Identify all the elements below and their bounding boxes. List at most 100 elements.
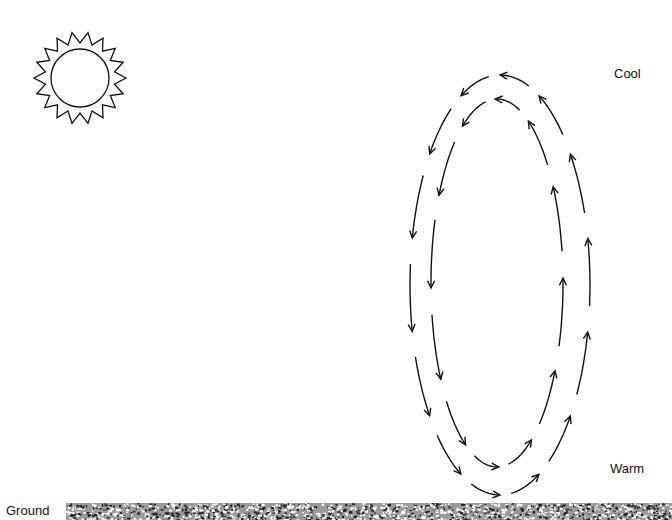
ground-speck bbox=[117, 515, 119, 516]
ground-speck bbox=[617, 508, 618, 510]
ground-speck bbox=[233, 519, 235, 520]
ground-speck bbox=[663, 515, 665, 517]
ground-speck bbox=[457, 514, 459, 515]
ground-speck bbox=[501, 509, 504, 511]
ground-speck bbox=[532, 517, 535, 519]
ground-speck bbox=[111, 514, 112, 515]
ground-speck bbox=[333, 518, 334, 520]
ground-speck bbox=[93, 507, 94, 509]
ground-speck bbox=[328, 513, 330, 515]
ground-speck bbox=[428, 515, 432, 516]
ground-speck bbox=[636, 513, 639, 514]
ground-speck bbox=[259, 516, 260, 518]
ground-speck bbox=[404, 509, 406, 511]
ground-speck bbox=[572, 517, 574, 519]
ground-speck bbox=[627, 514, 630, 516]
arrowhead bbox=[495, 96, 502, 103]
ground-speck bbox=[212, 510, 215, 512]
ground-speck bbox=[661, 514, 663, 515]
ground-speck bbox=[199, 505, 202, 506]
ground-speck bbox=[502, 512, 505, 514]
ground-speck bbox=[120, 512, 122, 514]
ground-speck bbox=[512, 506, 513, 508]
ground-speck bbox=[323, 513, 326, 515]
ground-speck bbox=[275, 509, 277, 511]
ground-speck bbox=[593, 514, 596, 516]
flow-dash bbox=[539, 96, 563, 135]
ground-speck bbox=[653, 512, 656, 514]
ground-speck bbox=[388, 504, 390, 506]
ground-speck bbox=[651, 517, 653, 519]
ground-speck bbox=[182, 519, 183, 520]
ground-speck bbox=[294, 511, 296, 513]
ground-speck bbox=[521, 505, 523, 506]
ground-speck bbox=[463, 519, 464, 520]
ground-speck bbox=[579, 515, 582, 517]
ground-speck bbox=[640, 513, 641, 515]
ground-speck bbox=[573, 514, 574, 515]
ground-speck bbox=[462, 504, 465, 506]
ground-speck bbox=[663, 513, 666, 515]
ground-speck bbox=[358, 510, 361, 512]
ground-speck bbox=[337, 511, 340, 513]
ground-speck bbox=[608, 518, 610, 519]
ground-speck bbox=[178, 514, 181, 515]
ground-speck bbox=[466, 505, 469, 507]
ground-speck bbox=[648, 511, 649, 513]
ground-speck bbox=[414, 505, 417, 506]
ground-speck bbox=[410, 510, 413, 512]
ground-speck bbox=[365, 509, 367, 510]
ground-speck bbox=[133, 506, 136, 507]
ground-speck bbox=[255, 508, 258, 510]
ground-speck bbox=[109, 510, 112, 512]
ground-speck bbox=[597, 505, 598, 507]
ground-speck bbox=[218, 505, 220, 507]
ground-speck bbox=[669, 510, 672, 512]
ground-speck bbox=[539, 510, 541, 512]
ground-speck bbox=[440, 506, 443, 507]
ground-speck bbox=[525, 514, 528, 516]
ground-speck bbox=[644, 509, 646, 510]
ground-speck bbox=[592, 510, 594, 513]
ground-speck bbox=[69, 512, 72, 513]
ground-speck bbox=[653, 517, 656, 518]
ground-speck bbox=[218, 509, 220, 510]
ground-speck bbox=[325, 519, 328, 520]
ground-speck bbox=[637, 507, 638, 509]
flow-dash bbox=[559, 278, 563, 346]
ground-speck bbox=[605, 515, 608, 516]
ground-speck bbox=[539, 513, 540, 515]
ground-speck bbox=[322, 514, 324, 517]
ground-speck bbox=[238, 515, 240, 518]
ground-speck bbox=[83, 506, 85, 507]
ground-speck bbox=[634, 507, 636, 509]
ground-speck bbox=[582, 509, 585, 511]
ground-speck bbox=[175, 512, 176, 514]
ground-speck bbox=[659, 504, 660, 506]
ground-speck bbox=[329, 514, 331, 515]
ground-speck bbox=[435, 503, 436, 505]
ground-speck bbox=[589, 504, 590, 505]
ground-speck bbox=[136, 508, 137, 510]
ground-speck bbox=[331, 505, 333, 507]
ground-speck bbox=[289, 519, 291, 520]
ground-speck bbox=[430, 505, 432, 507]
ground-speck bbox=[506, 509, 507, 511]
ground-speck bbox=[341, 519, 344, 520]
ground-speck bbox=[475, 519, 477, 520]
ground-speck bbox=[333, 508, 336, 510]
ground-speck bbox=[224, 516, 226, 517]
ground-speck bbox=[374, 506, 377, 508]
ground-speck bbox=[655, 515, 658, 517]
ground-speck bbox=[602, 514, 605, 516]
ground-speck bbox=[362, 510, 364, 512]
ground-speck bbox=[603, 516, 606, 518]
ground-speck bbox=[256, 514, 257, 516]
ground-speck bbox=[332, 510, 334, 512]
ground-speck bbox=[286, 519, 288, 520]
ground-speck bbox=[653, 512, 656, 513]
ground-speck bbox=[492, 503, 494, 505]
ground-speck bbox=[588, 514, 589, 515]
ground-speck bbox=[110, 515, 111, 517]
ground-speck bbox=[627, 504, 630, 506]
